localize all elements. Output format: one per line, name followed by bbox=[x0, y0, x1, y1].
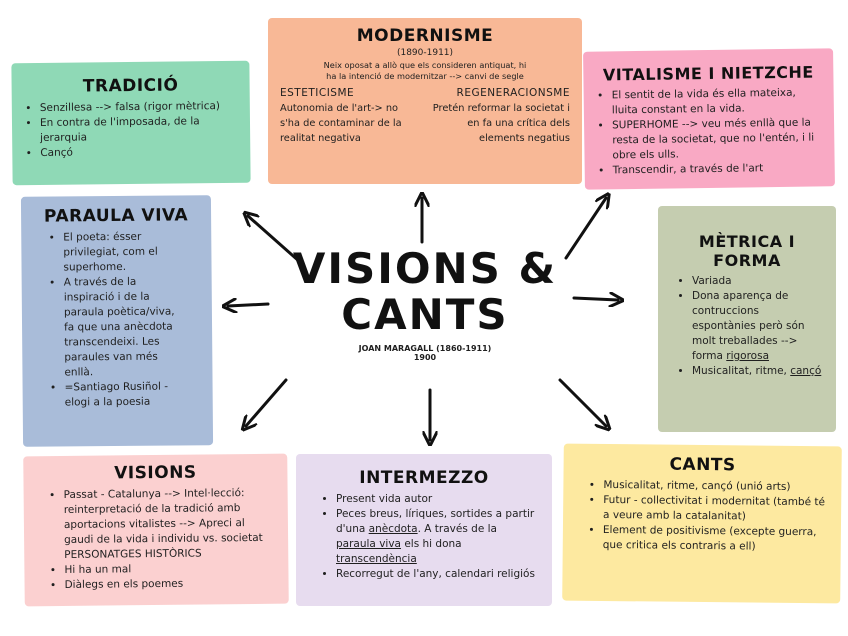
list-item: Transcendir, a través de l'art bbox=[613, 160, 823, 178]
intermezzo-list: Present vida autor Peces breus, líriques… bbox=[308, 492, 540, 582]
list-item: Element de positivisme (excepte guerra, … bbox=[603, 523, 829, 555]
intermezzo-title: INTERMEZZO bbox=[359, 468, 489, 488]
underlined-word: cançó bbox=[790, 365, 822, 377]
cants-title: CANTS bbox=[669, 454, 736, 476]
modernisme-columns: ESTETICISME Autonomia de l'art-> no s'ha… bbox=[280, 86, 570, 146]
visions-list: Passat - Catalunya --> Intel·lecció: rei… bbox=[36, 486, 277, 594]
metrica-title-2: FORMA bbox=[713, 251, 781, 270]
modernisme-title: MODERNISME bbox=[356, 26, 494, 46]
list-item: Passat - Catalunya --> Intel·lecció: rei… bbox=[64, 486, 277, 563]
modernisme-intro-2: ha la intenció de modernitzar --> canvi … bbox=[326, 71, 524, 81]
cants-list: Musicalitat, ritme, cançó (unió arts) Fu… bbox=[575, 478, 830, 556]
list-item: SUPERHOME --> veu més enllà que la resta… bbox=[612, 115, 823, 163]
list-item: Cançó bbox=[40, 144, 238, 161]
arrow-to-tradicio bbox=[248, 216, 302, 264]
arrow-to-cants bbox=[558, 378, 606, 426]
underlined-word: rigorosa bbox=[726, 350, 770, 362]
list-item: El sentit de la vida és ella mateixa, ll… bbox=[612, 85, 822, 118]
vitalisme-card: VITALISME I NIETZCHE El sentit de la vid… bbox=[583, 48, 835, 190]
modernisme-card: MODERNISME (1890-1911) Neix oposat a all… bbox=[268, 18, 582, 184]
list-item: Peces breus, líriques, sortides a partir… bbox=[336, 507, 540, 567]
underlined-word: paraula viva bbox=[336, 538, 401, 550]
underlined-word: anècdota bbox=[368, 523, 418, 535]
arrow-to-vitalisme bbox=[564, 198, 606, 260]
list-item: Present vida autor bbox=[336, 492, 540, 507]
underlined-word: transcendència bbox=[336, 553, 417, 565]
vitalisme-list: El sentit de la vida és ella mateixa, ll… bbox=[596, 85, 823, 178]
list-item: Variada bbox=[692, 274, 824, 289]
cants-card: CANTS Musicalitat, ritme, cançó (unió ar… bbox=[562, 443, 842, 604]
list-item: Senzillesa --> falsa (rigor mètrica) bbox=[40, 99, 238, 116]
visions-card: VISIONS Passat - Catalunya --> Intel·lec… bbox=[23, 453, 289, 607]
metrica-card: MÈTRICA I FORMA Variada Dona aparença de… bbox=[658, 206, 836, 432]
title-line-1: VISIONS & bbox=[292, 244, 558, 293]
list-item: =Santiago Rusiñol - elogi a la poesia bbox=[65, 379, 183, 410]
modernisme-intro-1: Neix oposat a allò que els consideren an… bbox=[323, 60, 527, 70]
year: 1900 bbox=[413, 353, 437, 362]
list-item: Dona aparença de contruccions espontànie… bbox=[692, 289, 824, 364]
tradicio-card: TRADICIÓ Senzillesa --> falsa (rigor mèt… bbox=[11, 60, 251, 186]
regeneracionisme-column: REGENERACIONSME Pretén reformar la socie… bbox=[431, 86, 570, 146]
modernisme-years: (1890-1911) bbox=[396, 48, 454, 58]
title-line-2: CANTS bbox=[341, 290, 509, 339]
metrica-title-1: MÈTRICA I bbox=[698, 232, 796, 251]
list-item: El poeta: ésser privilegiat, com el supe… bbox=[63, 229, 181, 275]
paraula-viva-title: PARAULA VIVA bbox=[43, 205, 189, 227]
list-item: En contra de l'imposada, de la jerarquia bbox=[40, 114, 238, 146]
list-item: Diàlegs en els poemes bbox=[64, 576, 276, 593]
regeneracionisme-text: Pretén reformar la societat i en fa una … bbox=[432, 103, 570, 144]
central-title: VISIONS & CANTS JOAN MARAGALL (1860-1911… bbox=[290, 244, 560, 363]
metrica-list: Variada Dona aparença de contruccions es… bbox=[670, 274, 824, 379]
paraula-viva-card: PARAULA VIVA El poeta: ésser privilegiat… bbox=[20, 195, 214, 447]
esteticisme-column: ESTETICISME Autonomia de l'art-> no s'ha… bbox=[280, 86, 419, 146]
arrow-to-paraula-viva bbox=[228, 304, 270, 306]
regeneracionisme-heading: REGENERACIONSME bbox=[456, 87, 570, 99]
vitalisme-title: VITALISME I NIETZCHE bbox=[602, 62, 814, 85]
intermezzo-card: INTERMEZZO Present vida autor Peces breu… bbox=[296, 454, 552, 606]
paraula-viva-list: El poeta: ésser privilegiat, com el supe… bbox=[33, 229, 201, 410]
arrow-to-visions bbox=[246, 378, 288, 426]
tradicio-title: TRADICIÓ bbox=[82, 75, 179, 97]
arrow-to-metrica bbox=[572, 298, 618, 300]
list-item: Musicalitat, ritme, cançó bbox=[692, 364, 824, 379]
author: JOAN MARAGALL (1860-1911) bbox=[358, 344, 492, 353]
list-item: A través de la inspiració i de la paraul… bbox=[64, 274, 183, 380]
visions-title: VISIONS bbox=[114, 462, 197, 484]
list-item: Futur - collectivitat i modernitat (tamb… bbox=[603, 493, 829, 525]
tradicio-list: Senzillesa --> falsa (rigor mètrica) En … bbox=[24, 99, 239, 161]
esteticisme-heading: ESTETICISME bbox=[280, 87, 355, 99]
esteticisme-text: Autonomia de l'art-> no s'ha de contamin… bbox=[280, 103, 402, 144]
list-item: Recorregut de l'any, calendari religiós bbox=[336, 567, 540, 582]
